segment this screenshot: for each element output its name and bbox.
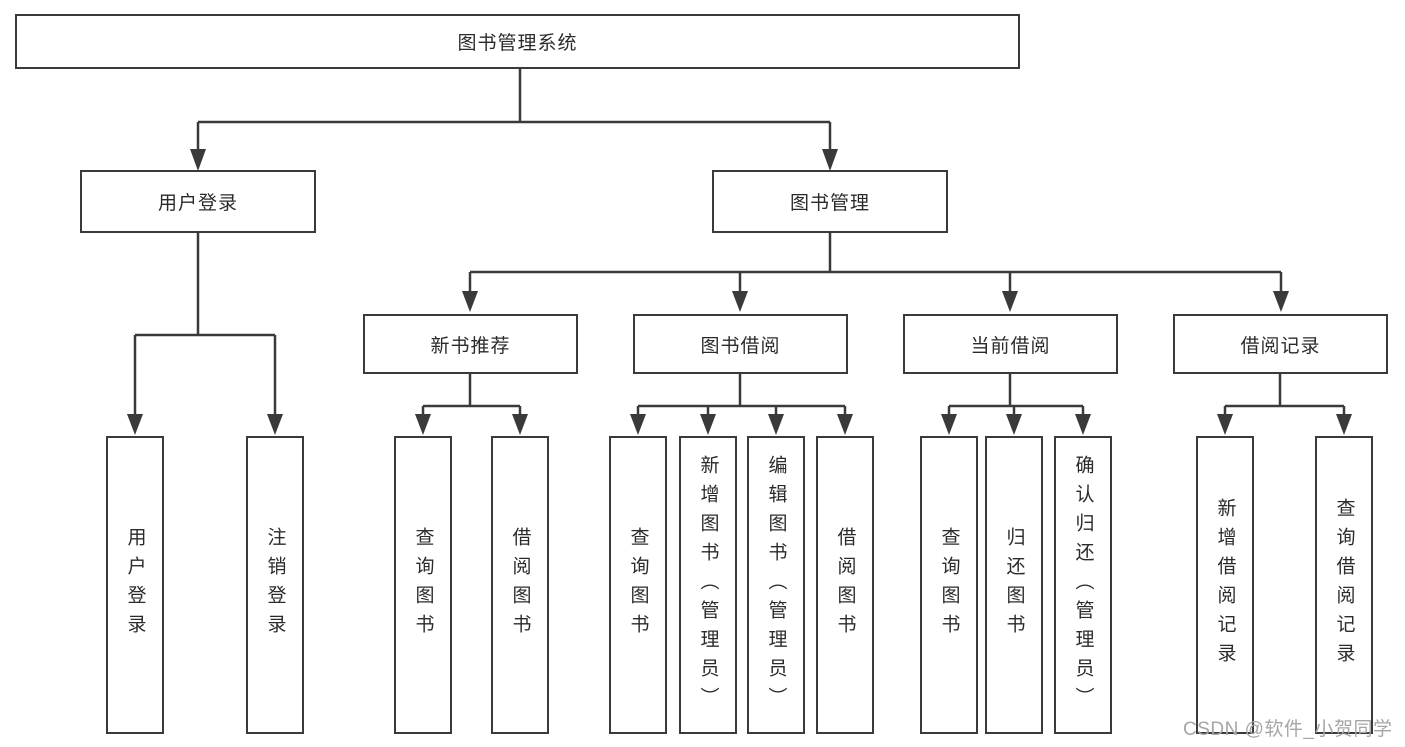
node-label: 新书推荐 — [430, 335, 511, 357]
arrow-down-icon — [1002, 291, 1018, 312]
node-label: 借阅记录 — [1240, 335, 1321, 357]
leaf-query-borrow-record: 查询借阅记录 — [1315, 436, 1373, 734]
node-label: 用户登录 — [124, 527, 146, 643]
node-library-management-system: 图书管理系统 — [15, 14, 1020, 69]
node-user-login: 用户登录 — [80, 170, 316, 233]
node-label: 图书管理 — [789, 193, 870, 214]
node-book-management: 图书管理 — [712, 170, 948, 233]
leaf-logout: 注销登录 — [246, 436, 304, 734]
arrow-down-icon — [462, 291, 478, 312]
connector-records-to-leaves — [1223, 374, 1346, 417]
leaf-confirm-return-admin: 确认归还（管理员） — [1054, 436, 1112, 734]
arrow-down-icon — [822, 149, 838, 171]
node-label: 图书借阅 — [700, 335, 781, 357]
arrow-down-icon — [1075, 414, 1091, 435]
arrow-down-icon — [415, 414, 431, 435]
leaf-borrow-books-recommend: 借阅图书 — [491, 436, 549, 734]
node-label: 借阅图书 — [834, 527, 856, 643]
node-label: 归还图书 — [1003, 527, 1025, 643]
arrow-down-icon — [630, 414, 646, 435]
leaf-query-books-borrow: 查询图书 — [609, 436, 667, 734]
node-label: 新增图书（管理员） — [697, 454, 719, 716]
node-book-borrowing: 图书借阅 — [633, 314, 848, 374]
node-label: 编辑图书（管理员） — [765, 454, 787, 716]
node-label: 查询图书 — [938, 527, 960, 643]
connector-recommend-to-leaves — [421, 374, 522, 417]
arrow-down-icon — [837, 414, 853, 435]
connector-userlogin-to-leaves — [133, 232, 277, 417]
node-label: 查询图书 — [412, 527, 434, 643]
connector-root-to-level2 — [196, 69, 832, 151]
node-label: 图书管理系统 — [457, 33, 578, 54]
arrow-down-icon — [1273, 291, 1289, 312]
node-new-book-recommend: 新书推荐 — [363, 314, 578, 374]
node-label: 借阅图书 — [509, 527, 531, 643]
node-label: 查询图书 — [627, 527, 649, 643]
leaf-add-borrow-record: 新增借阅记录 — [1196, 436, 1254, 734]
arrow-down-icon — [1217, 414, 1233, 435]
node-label: 注销登录 — [264, 527, 286, 643]
leaf-query-books-recommend: 查询图书 — [394, 436, 452, 734]
arrow-down-icon — [941, 414, 957, 435]
leaf-user-login: 用户登录 — [106, 436, 164, 734]
node-label: 确认归还（管理员） — [1072, 454, 1094, 716]
arrow-down-icon — [768, 414, 784, 435]
leaf-edit-book-admin: 编辑图书（管理员） — [747, 436, 805, 734]
arrow-down-icon — [190, 149, 206, 171]
leaf-return-book: 归还图书 — [985, 436, 1043, 734]
node-current-borrowing: 当前借阅 — [903, 314, 1118, 374]
node-label: 查询借阅记录 — [1333, 498, 1355, 672]
connector-current-to-leaves — [947, 374, 1085, 417]
arrow-down-icon — [267, 414, 283, 435]
leaf-query-books-current: 查询图书 — [920, 436, 978, 734]
node-borrowing-records: 借阅记录 — [1173, 314, 1388, 374]
arrow-down-icon — [1006, 414, 1022, 435]
arrow-down-icon — [512, 414, 528, 435]
arrow-down-icon — [1336, 414, 1352, 435]
connector-borrow-to-leaves — [636, 374, 847, 417]
arrow-down-icon — [732, 291, 748, 312]
arrow-down-icon — [127, 414, 143, 435]
node-label: 新增借阅记录 — [1214, 498, 1236, 672]
node-label: 当前借阅 — [970, 335, 1051, 357]
connector-bookmgmt-to-level3 — [468, 232, 1283, 293]
leaf-borrow-books: 借阅图书 — [816, 436, 874, 734]
node-label: 用户登录 — [157, 193, 238, 214]
arrow-down-icon — [700, 414, 716, 435]
watermark: CSDN @软件_小贺同学 — [1183, 719, 1393, 740]
leaf-add-book-admin: 新增图书（管理员） — [679, 436, 737, 734]
